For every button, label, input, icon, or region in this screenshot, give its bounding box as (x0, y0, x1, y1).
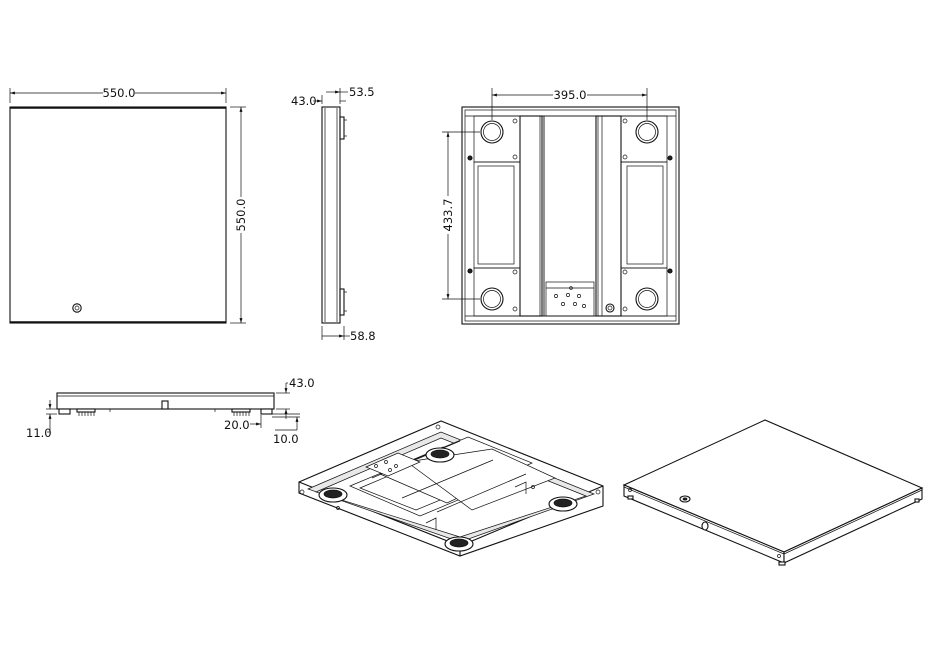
bottom-view: 395.0 433.7 (441, 88, 679, 324)
bottom-width-label: 395.0 (554, 88, 587, 102)
front-width-label: 550.0 (103, 86, 136, 100)
front-height-label: 550.0 (234, 199, 248, 232)
edge-height-label: 43.0 (289, 376, 315, 390)
front-width-dimension: 550.0 (10, 86, 226, 103)
side-bottom-label: 58.8 (350, 329, 376, 343)
side-top-dimensions: 43.0 53.5 (291, 85, 375, 108)
edge-right-foot-label: 10.0 (273, 432, 299, 446)
side-top-left-label: 43.0 (291, 94, 317, 108)
side-top-right-label: 53.5 (349, 85, 375, 99)
edge-view: 43.0 11.0 20.0 10.0 (26, 376, 315, 446)
side-bottom-dimension: 58.8 (322, 326, 376, 343)
front-view: 550.0 550.0 (10, 86, 248, 323)
side-view: 43.0 53.5 58.8 (291, 85, 376, 343)
front-height-dimension: 550.0 (230, 107, 248, 323)
isometric-top-view (624, 420, 922, 565)
edge-right-offset-label: 20.0 (224, 418, 250, 432)
isometric-bottom-view (299, 421, 603, 556)
edge-left-foot-label: 11.0 (26, 426, 52, 440)
bottom-height-label: 433.7 (441, 199, 455, 232)
